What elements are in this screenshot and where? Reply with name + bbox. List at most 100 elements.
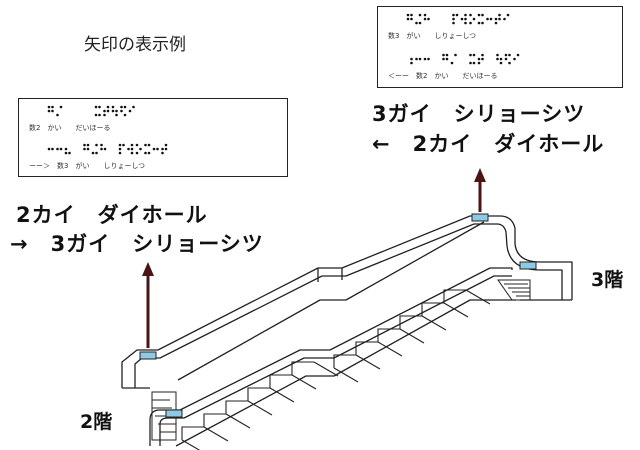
braille-dot (95, 143, 98, 147)
braille-dots-top (47, 105, 135, 117)
braille-dot (464, 21, 467, 25)
braille-marker-tab (165, 409, 183, 418)
braille-dot (135, 151, 139, 155)
braille-dot (86, 147, 90, 151)
braille-dot (454, 53, 457, 57)
braille-dot (481, 53, 484, 57)
stair-tread-edge (333, 367, 359, 383)
stair-tread-edge (203, 426, 229, 442)
braille-dot (494, 17, 498, 21)
braille-dot (144, 151, 147, 155)
braille-dot (427, 17, 430, 21)
stair-tread-edge (225, 413, 251, 429)
braille-dot (423, 13, 427, 17)
braille-dot (508, 53, 511, 57)
braille-dot (59, 147, 63, 151)
caption-lower-line2: → 3ガイ シリョーシツ (10, 232, 264, 256)
braille-dot (144, 143, 147, 147)
floor-label-2: 2階 (80, 411, 113, 433)
braille-dot (489, 17, 493, 21)
braille-dot (506, 13, 510, 17)
braille-dot (103, 109, 106, 113)
braille-dot (503, 17, 506, 21)
braille-dot (83, 147, 86, 151)
braille-dot (418, 13, 422, 17)
braille-dot (469, 21, 472, 25)
floor-label-3: 3階 (591, 269, 624, 291)
braille-dot (100, 143, 103, 147)
braille-dot (95, 151, 98, 155)
braille-dot (51, 147, 54, 151)
braille-dot (161, 147, 164, 151)
braille-dot (477, 57, 481, 61)
braille-dot (111, 109, 115, 113)
braille-dot (164, 143, 168, 147)
stair-tread-edge (291, 374, 317, 390)
braille-dot (51, 105, 54, 109)
stair-tread-edge (181, 439, 201, 450)
braille-dot (118, 143, 122, 147)
stair-tread-edge (247, 400, 273, 416)
braille-dot (418, 21, 422, 25)
braille-dot (98, 113, 101, 117)
arrow-up-icon (142, 262, 154, 276)
braille-dot (127, 147, 130, 151)
braille-dot (94, 105, 98, 109)
braille-dot (152, 147, 156, 151)
braille-dot (118, 151, 122, 155)
braille-dot (106, 105, 110, 109)
braille-dot (464, 17, 467, 21)
braille-dot (147, 143, 151, 147)
braille-marker-tab (471, 213, 489, 222)
braille-dots-bottom (47, 143, 168, 155)
stair-tread-edge (269, 387, 295, 403)
stair-tread-edge (443, 302, 469, 318)
braille-dot (450, 61, 454, 65)
braille-dot (469, 61, 472, 65)
braille-dot (120, 109, 123, 113)
braille-dot (118, 147, 122, 151)
braille-dot (496, 53, 499, 57)
braille-dot (164, 147, 168, 151)
braille-dot (123, 113, 127, 117)
braille-dot (406, 13, 410, 17)
braille-dot (516, 53, 520, 57)
braille-dot (123, 105, 127, 109)
braille-kana-bottom: ＜ーー 数2 かい だいほーる (388, 72, 498, 80)
braille-dot (47, 109, 51, 113)
braille-dot (410, 61, 413, 65)
braille-dot (410, 13, 413, 17)
braille-dot (472, 53, 476, 57)
braille-dot (477, 13, 481, 17)
braille-dot (410, 57, 413, 61)
braille-dot (423, 57, 427, 61)
braille-dot (122, 143, 125, 147)
braille-dot (445, 53, 449, 57)
braille-dot (120, 105, 123, 109)
braille-dot (464, 13, 467, 17)
braille-kana-top: 数3 がい しりょーしつ (388, 32, 477, 40)
braille-dot (64, 151, 68, 155)
stair-stringer-outer (177, 221, 485, 381)
braille-dot (128, 109, 132, 113)
braille-dot (47, 147, 51, 151)
stair-stringer-inner (175, 299, 516, 447)
braille-dot (415, 57, 418, 61)
handrail-lower (149, 267, 513, 446)
braille-dot (161, 151, 164, 155)
braille-dot (472, 17, 476, 21)
braille-kana-top: 数2 かい だいほーる (29, 124, 111, 132)
arrow-up-icon (474, 168, 486, 182)
braille-dot (499, 61, 503, 65)
braille-dot (498, 17, 501, 21)
stair-tread-edge (399, 328, 425, 344)
braille-dot (156, 147, 159, 151)
braille-dot (486, 17, 489, 21)
braille-dot (406, 17, 410, 21)
braille-dot (504, 53, 508, 57)
braille-dot (106, 109, 110, 113)
braille-dot (452, 21, 455, 25)
braille-dot (499, 57, 503, 61)
braille-dot (445, 57, 449, 61)
